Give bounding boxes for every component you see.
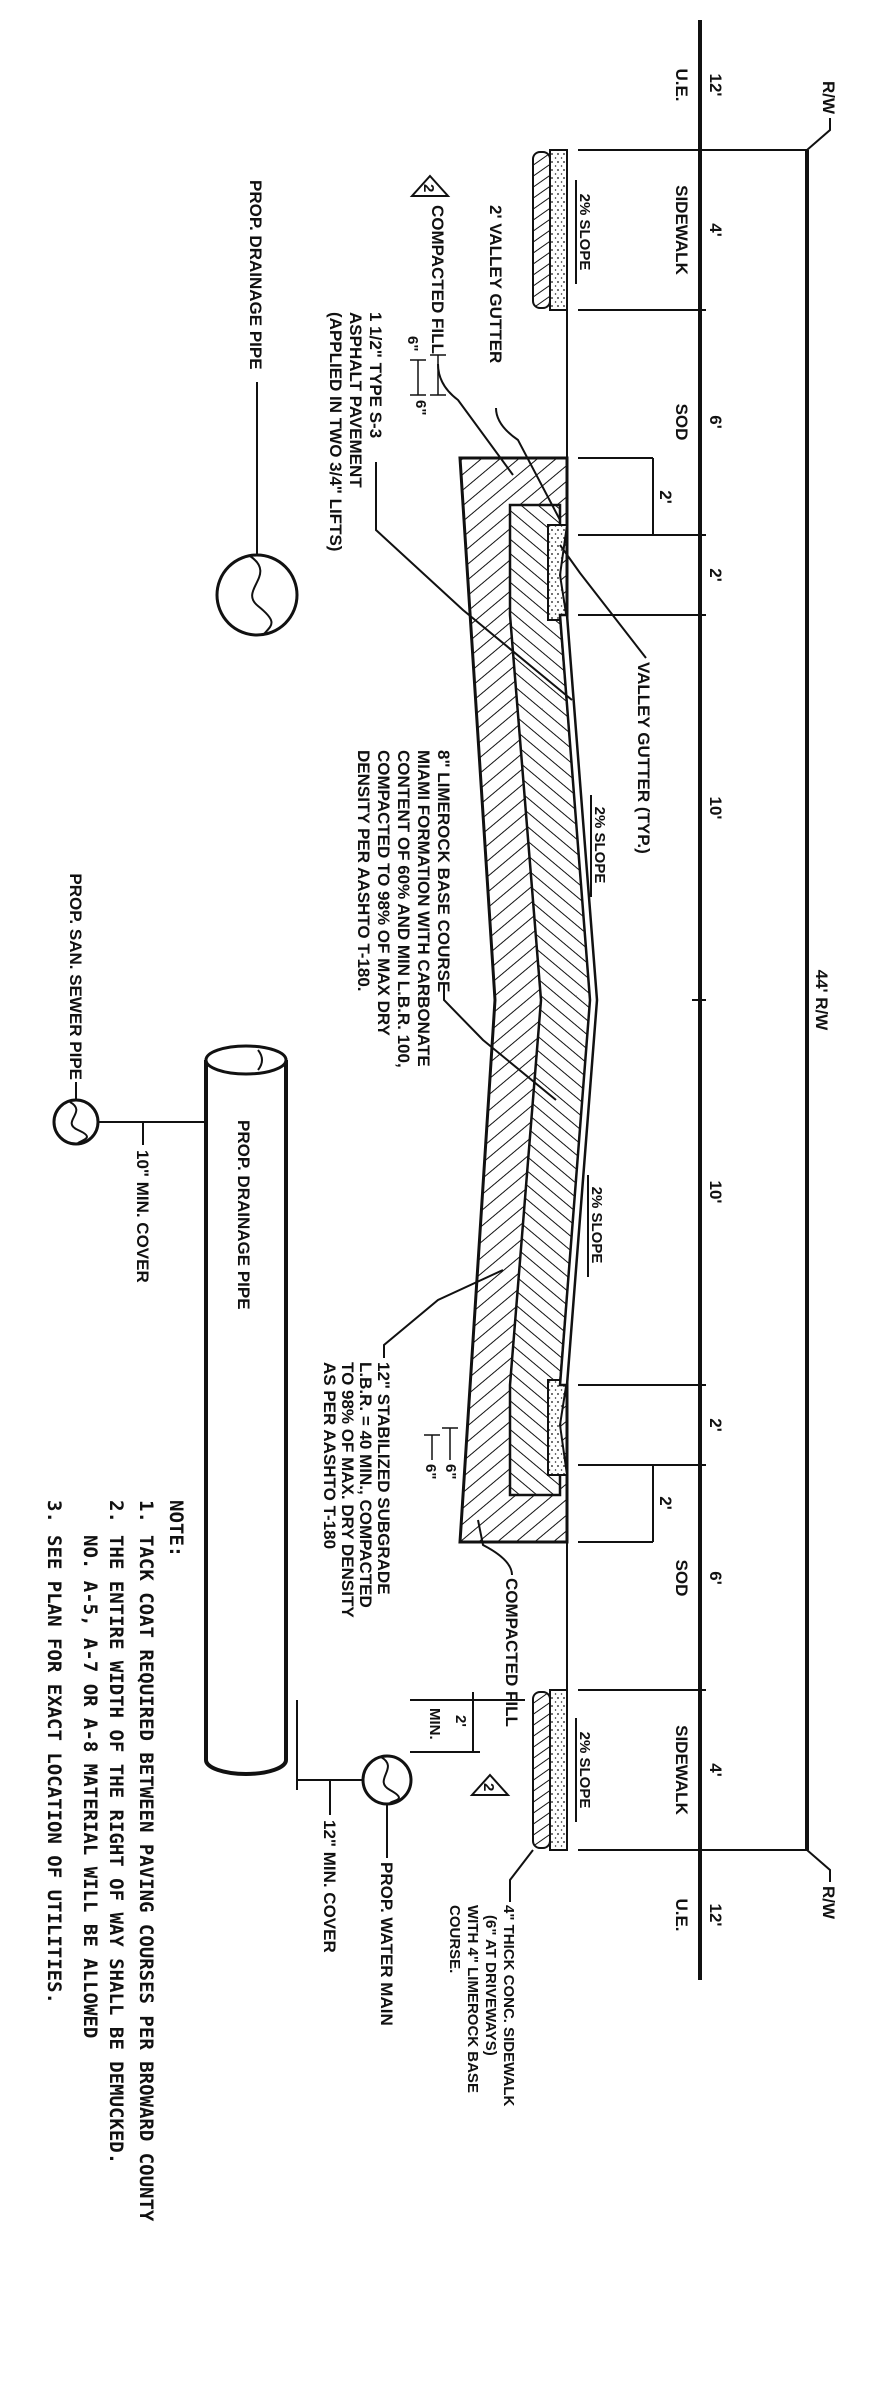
dim-value: 4' [706,1763,725,1777]
svg-text:6": 6" [422,1464,439,1479]
drainage-pipe-long-label: PROP. DRAINAGE PIPE [234,1120,253,1310]
right-of-way-line [805,118,831,1882]
dim-name: U.E. [672,1898,691,1931]
slope-road-right: 2% SLOPE [588,1187,605,1264]
svg-text:L.B.R. = 40 MIN., COMPACTED: L.B.R. = 40 MIN., COMPACTED [356,1362,375,1608]
drainage-pipe-circle [215,553,299,637]
svg-text:12" STABILIZED SUBGRADE: 12" STABILIZED SUBGRADE [374,1362,393,1595]
valley-gutter-2ft-label: 2' VALLEY GUTTER [486,205,505,363]
svg-text:COMPACTED TO 98% OF MAX DRY: COMPACTED TO 98% OF MAX DRY [374,750,393,1037]
san-sewer-label: PROP. SAN. SEWER PIPE [66,873,85,1080]
dim-value: 2' [706,1418,725,1432]
svg-text:6": 6" [442,1464,459,1479]
svg-text:AS PER AASHTO T-180: AS PER AASHTO T-180 [320,1362,339,1549]
svg-text:COURSE.: COURSE. [446,1905,463,1973]
note-2-triangle-icon: 2 [409,174,451,197]
svg-text:2': 2' [452,1715,469,1727]
dim-value: 6' [706,415,725,429]
svg-text:(APPLIED IN TWO 3/4" LIFTS): (APPLIED IN TWO 3/4" LIFTS) [326,312,345,551]
dim-value: 4' [706,223,725,237]
total-row-width: 44' R/W [812,970,831,1032]
svg-text:MIAMI FORMATION WITH CARBONATE: MIAMI FORMATION WITH CARBONATE [414,750,433,1067]
dim-value: 12' [706,74,725,97]
svg-text:2: 2 [420,184,437,192]
sewer-cover-label: 10" MIN. COVER [133,1150,152,1283]
water-cover-label: 12" MIN. COVER [320,1820,339,1953]
rw-label-top: R/W [819,81,838,115]
rw-label-bottom: R/W [819,1886,838,1920]
note-text: THE ENTIRE WIDTH OF THE RIGHT OF WAY SHA… [105,1535,127,2164]
asphalt-callout: 1 1/2" TYPE S-3 ASPHALT PAVEMENT (APPLIE… [326,312,573,701]
notes-block: NOTE: 1. TACK COAT REQUIRED BETWEEN PAVI… [43,1500,187,2222]
dimension-line [578,20,807,1980]
drainage-pipe-long [204,1044,288,1776]
gutter-dim-right: 2' [656,1496,675,1510]
note-text: NO. A-5, A-7 OR A-8 MATERIAL WILL BE ALL… [79,1535,101,2038]
svg-text:TO 98% OF MAX. DRY DENSITY: TO 98% OF MAX. DRY DENSITY [338,1362,357,1618]
dim-name: SOD [672,1560,691,1597]
dim-name: SOD [672,404,691,441]
svg-text:ASPHALT PAVEMENT: ASPHALT PAVEMENT [346,312,365,488]
dim-value: 6' [706,1571,725,1585]
gutter-dim-left: 2' [656,490,675,504]
svg-text:8" LIMEROCK BASE COURSE: 8" LIMEROCK BASE COURSE [434,750,453,992]
sidewalk-right [532,1689,568,1851]
note-number: 1. [135,1500,157,1523]
svg-text:1 1/2" TYPE S-3: 1 1/2" TYPE S-3 [366,312,385,438]
svg-text:2: 2 [480,1783,497,1791]
water-main-label: PROP. WATER MAIN [377,1862,396,2026]
compacted-fill-left-label: COMPACTED FILL [428,205,447,354]
compacted-fill-right-label: COMPACTED FILL [502,1578,521,1727]
min-cover-dim-2ft: 2' MIN. [410,1692,525,1753]
svg-text:DENSITY PER AASHTO T-180.: DENSITY PER AASHTO T-180. [354,750,373,992]
dimension-labels: 12' U.E. 4' SIDEWALK 6' SOD 2' 10' 10' 2… [656,68,725,1931]
thickness-dims-left: 6" 6" [404,336,446,415]
dim-value: 10' [706,1181,725,1204]
svg-text:WITH 4" LIMEROCK BASE: WITH 4" LIMEROCK BASE [464,1905,481,2093]
dim-value: 12' [706,1904,725,1927]
notes-heading: NOTE: [165,1500,187,1557]
svg-text:6": 6" [404,336,421,351]
svg-text:6": 6" [412,400,429,415]
dim-name: U.E. [672,68,691,101]
dim-name: SIDEWALK [672,185,691,275]
san-sewer-pipe-circle [52,1098,100,1146]
limerock-base-callout: 8" LIMEROCK BASE COURSE MIAMI FORMATION … [354,750,557,1101]
note-text: TACK COAT REQUIRED BETWEEN PAVING COURSE… [135,1535,157,2222]
water-main-circle [361,1754,413,1806]
valley-gutter-typ-label: VALLEY GUTTER (TYP.) [634,662,653,854]
thickness-dims-right: 6" 6" [422,1427,459,1479]
dim-name: SIDEWALK [672,1725,691,1815]
note-2-triangle-icon: 2 [469,1773,511,1796]
note-number: 3. [43,1500,65,1523]
asphalt-pavement [558,613,599,1387]
svg-text:MIN.: MIN. [426,1708,443,1740]
sidewalk-left [532,149,568,311]
road-section [458,456,599,1544]
sidewalk-spec-callout: 4" THICK CONC. SIDEWALK (6" AT DRIVEWAYS… [446,1849,534,2106]
svg-text:(6" AT DRIVEWAYS): (6" AT DRIVEWAYS) [482,1915,499,2056]
subgrade-callout: 12" STABILIZED SUBGRADE L.B.R. = 40 MIN.… [320,1269,504,1618]
dim-value: 2' [706,568,725,582]
dim-value: 10' [706,797,725,820]
svg-text:CONTENT OF 60% AND MIN L.B.R.: CONTENT OF 60% AND MIN L.B.R. 100, [394,750,413,1068]
drainage-pipe-label: PROP. DRAINAGE PIPE [246,180,265,370]
note-text: SEE PLAN FOR EXACT LOCATION OF UTILITIES… [43,1535,65,2004]
svg-text:4" THICK CONC. SIDEWALK: 4" THICK CONC. SIDEWALK [500,1905,517,2106]
note-number: 2. [105,1500,127,1523]
slope-road-left: 2% SLOPE [591,807,608,884]
slope-sidewalk-right: 2% SLOPE [576,1732,593,1809]
slope-sidewalk-left: 2% SLOPE [576,194,593,271]
valley-gutter-right [547,1379,569,1476]
